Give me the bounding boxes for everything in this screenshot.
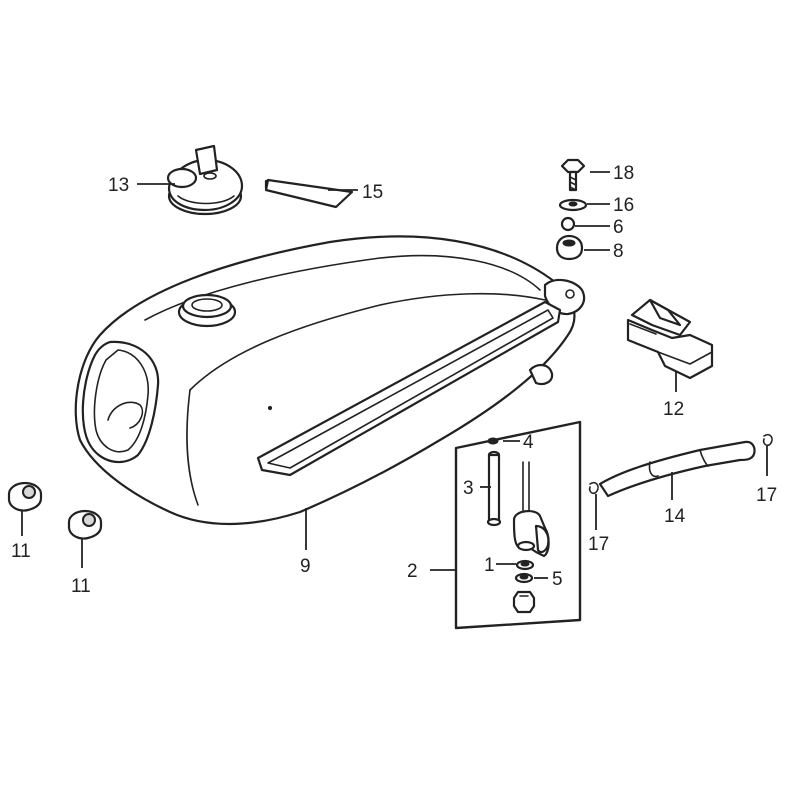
caution-label [264,178,354,209]
callout-17-right: 17 [756,485,777,506]
damper-upper [7,481,43,512]
callout-12: 12 [663,399,684,420]
callout-18: 18 [613,163,634,184]
callout-3: 3 [463,478,474,499]
callout-1: 1 [484,555,495,576]
callout-13: 13 [108,175,129,196]
callout-4: 4 [523,432,534,453]
callout-11-lower: 11 [71,576,91,597]
fuel-cock-box [454,420,582,630]
leader-lines [21,171,768,579]
fuel-hose [598,440,756,498]
bolt-stack [555,158,588,261]
hose-clip-left [588,481,599,495]
damper-lower [67,509,103,540]
callout-16: 16 [613,195,634,216]
callout-5: 5 [552,569,563,590]
callout-14: 14 [664,506,686,527]
callout-6: 6 [613,217,624,238]
rubber-mount [626,298,714,380]
fuel-tank [74,235,586,526]
callout-15: 15 [362,182,383,203]
callout-9: 9 [300,556,311,577]
callout-8: 8 [613,241,624,262]
fuel-cap [166,144,244,216]
hose-clip-right [762,433,773,447]
callout-17-left: 17 [588,534,609,555]
callout-11-upper: 11 [11,541,31,562]
callout-2: 2 [407,561,418,582]
